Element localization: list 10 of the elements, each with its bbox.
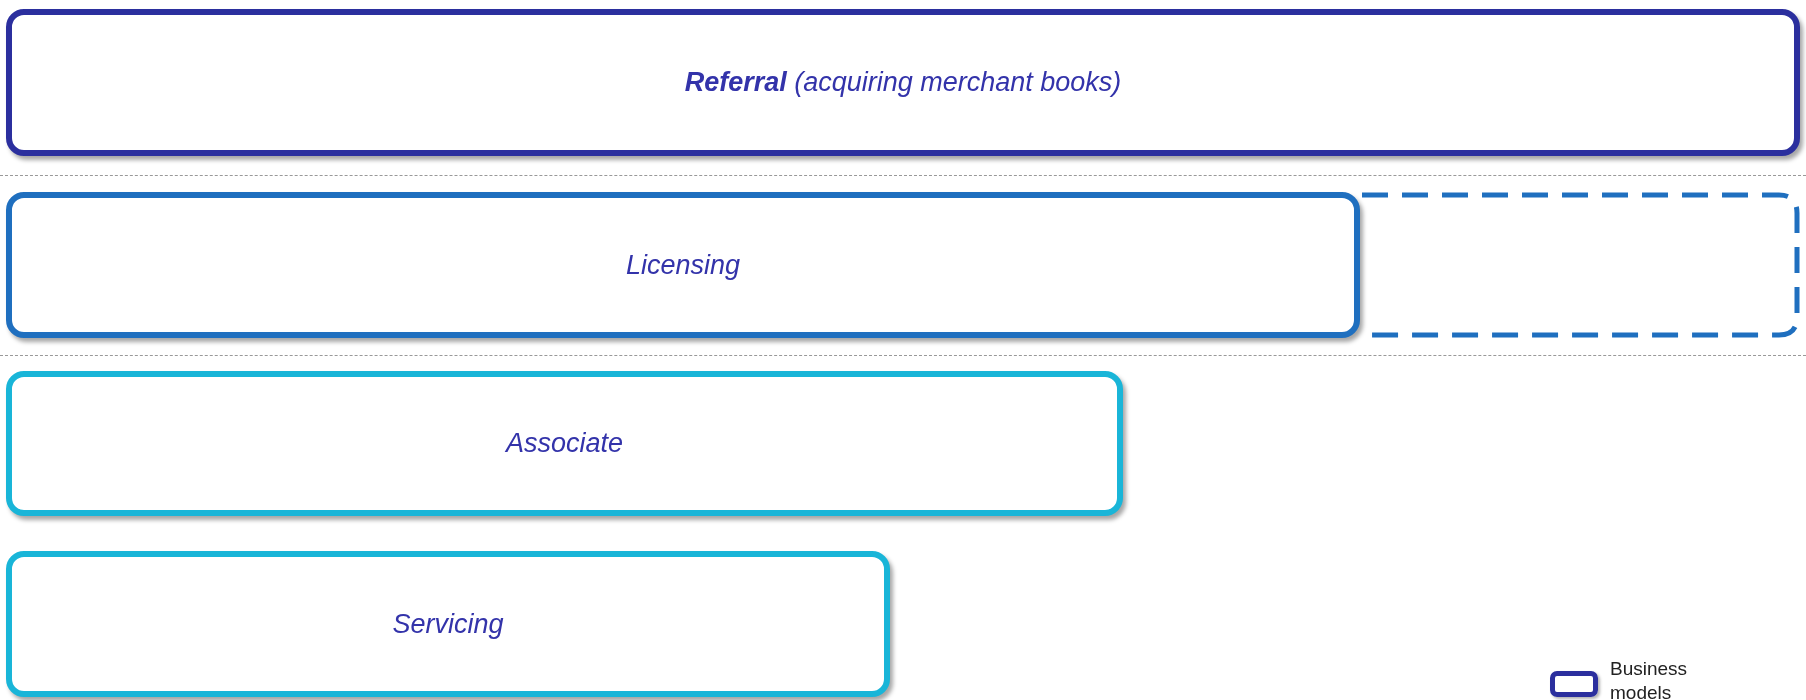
model-box xyxy=(6,192,1360,338)
model-box xyxy=(6,9,1800,156)
model-box xyxy=(6,551,890,697)
model-box xyxy=(6,371,1123,516)
box-label: Referral (acquiring merchant books) xyxy=(684,67,1122,98)
box-label: Associate xyxy=(505,428,624,459)
legend-text: Business models xyxy=(1610,657,1689,700)
box-label: Servicing xyxy=(392,608,504,640)
box-label: Licensing xyxy=(625,249,741,281)
dashed-box xyxy=(1362,192,1800,338)
